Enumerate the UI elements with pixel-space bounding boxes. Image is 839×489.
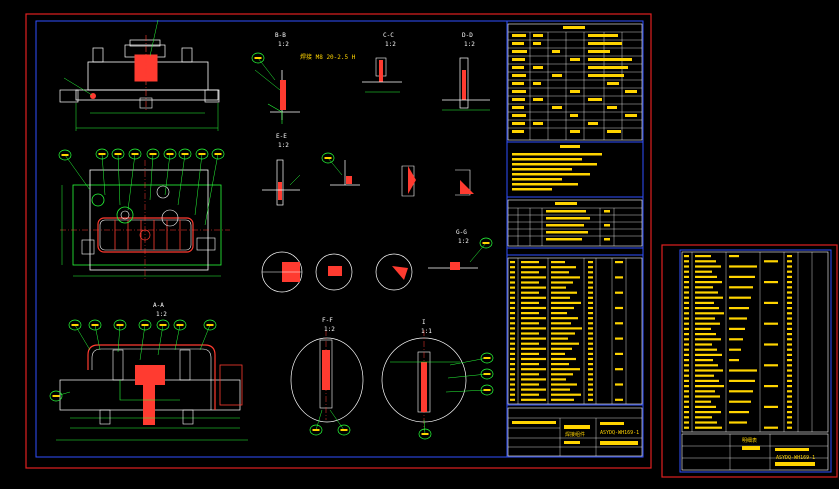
part-balloon-icon [204, 148, 225, 226]
section-scale-b-b: 1:2 [278, 41, 289, 48]
section-e-e [262, 159, 301, 206]
section-scale-c-c: 1:2 [385, 41, 396, 48]
part-balloon-icon [194, 148, 209, 216]
side-parts-list [681, 251, 829, 471]
section-label-a-a: A-A [153, 302, 164, 309]
part-balloon-icon [156, 319, 170, 356]
detail-f [455, 169, 474, 196]
section-label-e-e: E-E [276, 133, 287, 140]
main-title-block [507, 407, 643, 457]
detail-circles [261, 251, 478, 293]
side-sheet-inner-border [679, 249, 832, 473]
side-sheet-outer-border [661, 244, 838, 478]
part-balloon-icon [445, 384, 494, 396]
section-scale-f-f: 1:2 [324, 326, 335, 333]
part-balloon-icon [449, 352, 494, 366]
section-scale-i: 1:1 [421, 328, 432, 335]
main-sheet-outer-border [25, 13, 652, 469]
side-drawing-name: 明细表 [742, 438, 758, 444]
section-label-f-f: F-F [322, 317, 333, 324]
tech-data-table [507, 23, 643, 141]
part-balloon-icon [447, 368, 494, 380]
parts-list [507, 257, 643, 405]
tech-notes [512, 145, 602, 191]
plan-view [60, 160, 230, 280]
main-drawing-number: ASYDQ-WH169-1 [600, 430, 640, 436]
section-label-c-c: C-C [383, 32, 394, 39]
section-scale-e-e: 1:2 [278, 142, 289, 149]
front-view [59, 19, 220, 131]
section-c-c [362, 57, 402, 93]
part-balloon-icon [469, 237, 493, 263]
part-balloon-icon [177, 148, 192, 206]
part-balloon-icon [88, 319, 102, 351]
part-balloon-icon [58, 149, 91, 191]
section-f-f [290, 330, 364, 423]
part-balloon-icon [163, 148, 177, 196]
main-sheet-inner-border [35, 20, 644, 458]
part-balloon-icon [113, 319, 127, 353]
main-drawing-name: 焊接组件 [565, 432, 586, 438]
part-balloon-icon [173, 319, 187, 351]
part-balloon-icon [127, 148, 142, 211]
part-balloon-icon [321, 152, 343, 176]
section-a-a [56, 344, 248, 441]
section-d-d [442, 57, 490, 111]
part-balloon-icon [49, 390, 71, 402]
part-balloon-icon [199, 319, 217, 351]
part-balloon-icon [111, 148, 125, 206]
part-balloon-icon [329, 409, 351, 436]
part-balloon-icon [138, 319, 152, 361]
part-balloon-icon [146, 148, 160, 201]
part-balloon-icon [251, 52, 276, 81]
section-label-i: I [422, 319, 426, 326]
detail-balloons [251, 52, 494, 440]
detail-i [381, 330, 467, 430]
weld-note: 焊接 M8 20-2.5 H [300, 54, 356, 61]
section-label-g-g: G-G [456, 229, 467, 236]
section-a-a-balloons [49, 319, 217, 402]
detail-k [401, 165, 416, 197]
part-balloon-icon [418, 419, 432, 440]
section-scale-a-a: 1:2 [156, 311, 167, 318]
part-balloon-icon [95, 148, 109, 196]
section-b-b [254, 69, 300, 124]
section-label-d-d: D-D [462, 32, 473, 39]
part-balloon-icon [68, 319, 91, 351]
plan-view-balloons [58, 148, 225, 226]
section-scale-g-g: 1:2 [458, 238, 469, 245]
detail-z [330, 160, 360, 186]
section-scale-d-d: 1:2 [464, 41, 475, 48]
part-balloon-icon [309, 409, 323, 436]
side-drawing-number: ASYDQ-WH169-1 [776, 455, 816, 461]
section-label-b-b: B-B [275, 32, 286, 39]
nozzle-table [507, 199, 643, 247]
